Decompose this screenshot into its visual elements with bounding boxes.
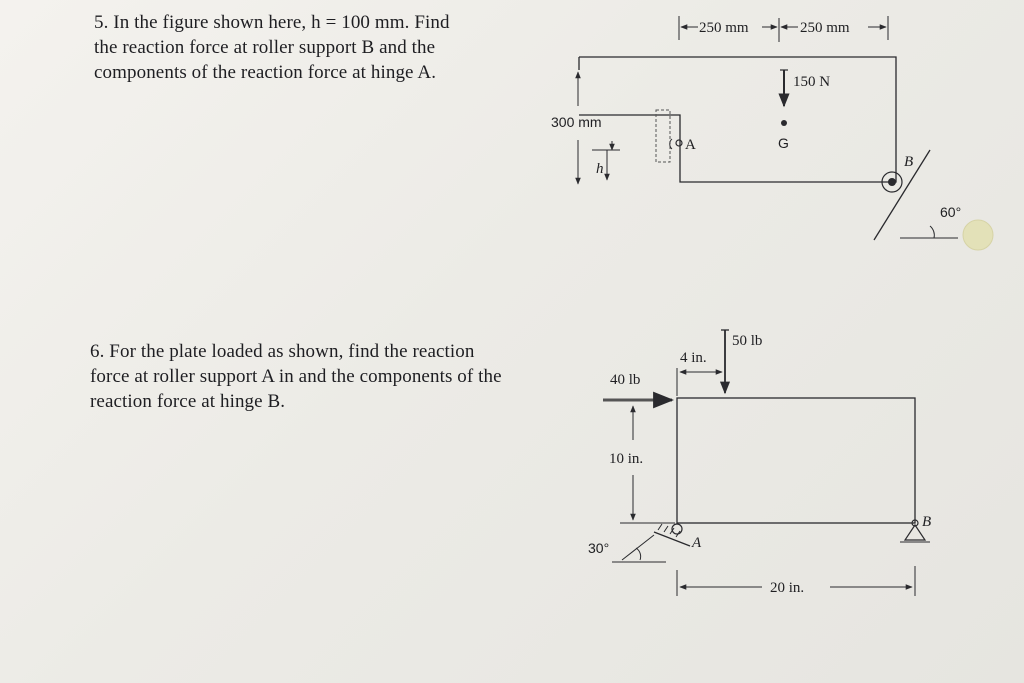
dim-label-250-right: 250 mm [800,20,850,36]
width-label-20in: 20 in. [770,580,804,596]
problem-6-text: 6. For the plate loaded as shown, find t… [90,341,502,412]
roller-label-A: A [691,535,702,551]
roller-B-outer [881,171,903,193]
incline-6-surface [653,531,691,547]
offset-label-4in: 4 in. [680,350,707,366]
incline-surface [873,149,931,241]
roller-A [671,523,683,535]
incline-hatch [657,523,681,538]
plate-outline [579,56,897,183]
load-label-150N: 150 N [793,74,830,90]
center-of-gravity-dot [781,120,787,126]
roller-label-B: B [904,154,913,170]
load-label-40lb: 40 lb [610,372,640,388]
hinge-B-support [903,523,927,541]
angle-label-30: 30° [588,540,609,556]
roller-B-center [888,178,896,186]
figure-5: 250 mm 250 mm 300 mm h A 150 N G B 6 [551,16,994,251]
figure-6: 50 lb 4 in. 40 lb 10 in. A 30° B 20 [588,329,931,596]
plate-6-outline [676,397,916,524]
dim-label-250-left: 250 mm [699,20,749,36]
angle-label-60: 60° [940,204,961,220]
angle-arc [929,225,935,239]
height-label-300mm: 300 mm [551,114,602,130]
angle-6-arc [635,547,642,561]
hinge-arc [669,138,673,150]
sticker-dot [962,219,994,251]
center-label-G: G [778,135,789,151]
h-label: h [596,161,604,177]
angle-6-incline [621,534,655,561]
hinge-pin [675,139,683,147]
hinge-label-B: B [922,514,931,530]
hinge-bracket [655,109,671,163]
hinge-label-A: A [685,137,696,153]
load-label-50lb: 50 lb [732,333,762,349]
height-label-10in: 10 in. [609,451,643,467]
problem-5-text: 5. In the figure shown here, h = 100 mm.… [94,12,450,83]
